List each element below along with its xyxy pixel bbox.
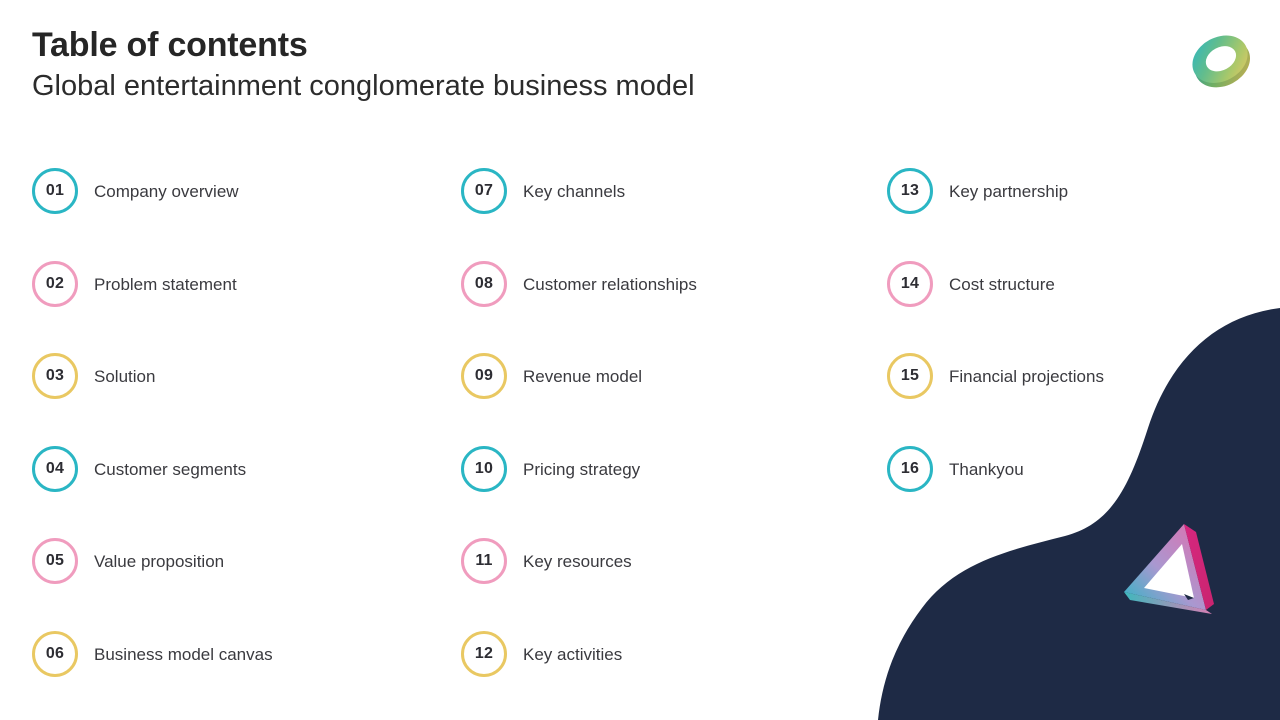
toc-number: 08 bbox=[474, 274, 494, 292]
ring-logo bbox=[1192, 35, 1251, 88]
number-badge-15: 15 bbox=[887, 353, 933, 399]
toc-number: 01 bbox=[45, 182, 65, 199]
toc-column-2: 07 Key channels 08 Customer relationship… bbox=[461, 160, 881, 715]
toc-number: 12 bbox=[474, 644, 494, 662]
toc-column-1: 01 Company overview 02 Problem statement… bbox=[32, 160, 452, 715]
toc-number: 16 bbox=[900, 459, 920, 477]
toc-number: 10 bbox=[474, 459, 494, 477]
toc-item-03[interactable]: 03 Solution bbox=[32, 345, 452, 438]
number-badge-02: 02 bbox=[32, 260, 78, 307]
toc-label: Revenue model bbox=[523, 367, 643, 386]
toc-label: Company overview bbox=[94, 182, 239, 201]
toc-number: 06 bbox=[45, 644, 65, 662]
page-subtitle: Global entertainment conglomerate busine… bbox=[32, 70, 695, 103]
toc-label: Value proposition bbox=[94, 552, 225, 571]
number-badge-08: 08 bbox=[461, 260, 507, 307]
toc-item-07[interactable]: 07 Key channels bbox=[461, 160, 881, 253]
toc-label: Pricing strategy bbox=[523, 459, 641, 479]
toc-number: 07 bbox=[474, 182, 494, 199]
toc-label: Business model canvas bbox=[94, 644, 273, 664]
toc-item-11[interactable]: 11 Key resources bbox=[461, 530, 881, 623]
toc-number: 02 bbox=[45, 274, 65, 292]
toc-item-10[interactable]: 10 Pricing strategy bbox=[461, 438, 881, 531]
number-badge-05: 05 bbox=[32, 538, 78, 584]
toc-label: Problem statement bbox=[94, 274, 237, 294]
toc-item-05[interactable]: 05 Value proposition bbox=[32, 530, 452, 623]
toc-label: Customer segments bbox=[94, 459, 247, 479]
toc-label: Key channels bbox=[523, 182, 626, 201]
number-badge-04: 04 bbox=[32, 445, 78, 492]
toc-number: 13 bbox=[900, 182, 920, 199]
toc-label: Key activities bbox=[523, 644, 623, 664]
toc-item-01[interactable]: 01 Company overview bbox=[32, 160, 452, 253]
number-badge-13: 13 bbox=[887, 168, 933, 214]
slide-header: Table of contents Global entertainment c… bbox=[32, 26, 932, 104]
toc-label: Cost structure bbox=[949, 274, 1055, 294]
toc-number: 05 bbox=[45, 552, 65, 569]
toc-item-12[interactable]: 12 Key activities bbox=[461, 623, 881, 716]
toc-label: Key resources bbox=[523, 552, 632, 571]
toc-number: 04 bbox=[45, 459, 65, 477]
toc-label: Key partnership bbox=[949, 182, 1069, 201]
toc-item-16[interactable]: 16 Thankyou bbox=[887, 438, 1280, 531]
toc-number: 09 bbox=[474, 367, 494, 384]
number-badge-09: 09 bbox=[461, 353, 507, 399]
number-badge-07: 07 bbox=[461, 168, 507, 214]
number-badge-03: 03 bbox=[32, 353, 78, 399]
toc-item-13[interactable]: 13 Key partnership bbox=[887, 160, 1280, 253]
page-title: Table of contents bbox=[32, 26, 308, 64]
toc-number: 14 bbox=[900, 274, 920, 292]
toc-item-02[interactable]: 02 Problem statement bbox=[32, 253, 452, 346]
toc-item-15[interactable]: 15 Financial projections bbox=[887, 345, 1280, 438]
toc-label: Financial projections bbox=[949, 367, 1104, 386]
toc-item-14[interactable]: 14 Cost structure bbox=[887, 253, 1280, 346]
toc-number: 11 bbox=[475, 552, 493, 569]
table-of-contents: 01 Company overview 02 Problem statement… bbox=[0, 160, 1280, 700]
number-badge-10: 10 bbox=[461, 445, 507, 492]
toc-item-08[interactable]: 08 Customer relationships bbox=[461, 253, 881, 346]
toc-column-3: 13 Key partnership 14 Cost structure 15 … bbox=[887, 160, 1280, 530]
toc-label: Customer relationships bbox=[523, 274, 697, 294]
toc-label: Solution bbox=[94, 367, 156, 386]
number-badge-11: 11 bbox=[461, 538, 507, 584]
toc-item-04[interactable]: 04 Customer segments bbox=[32, 438, 452, 531]
toc-number: 03 bbox=[45, 367, 65, 384]
number-badge-06: 06 bbox=[32, 630, 78, 677]
number-badge-01: 01 bbox=[32, 168, 78, 214]
number-badge-14: 14 bbox=[887, 260, 933, 307]
number-badge-16: 16 bbox=[887, 445, 933, 492]
toc-number: 15 bbox=[900, 367, 920, 384]
toc-label: Thankyou bbox=[949, 459, 1024, 479]
number-badge-12: 12 bbox=[461, 630, 507, 677]
toc-item-09[interactable]: 09 Revenue model bbox=[461, 345, 881, 438]
toc-item-06[interactable]: 06 Business model canvas bbox=[32, 623, 452, 716]
